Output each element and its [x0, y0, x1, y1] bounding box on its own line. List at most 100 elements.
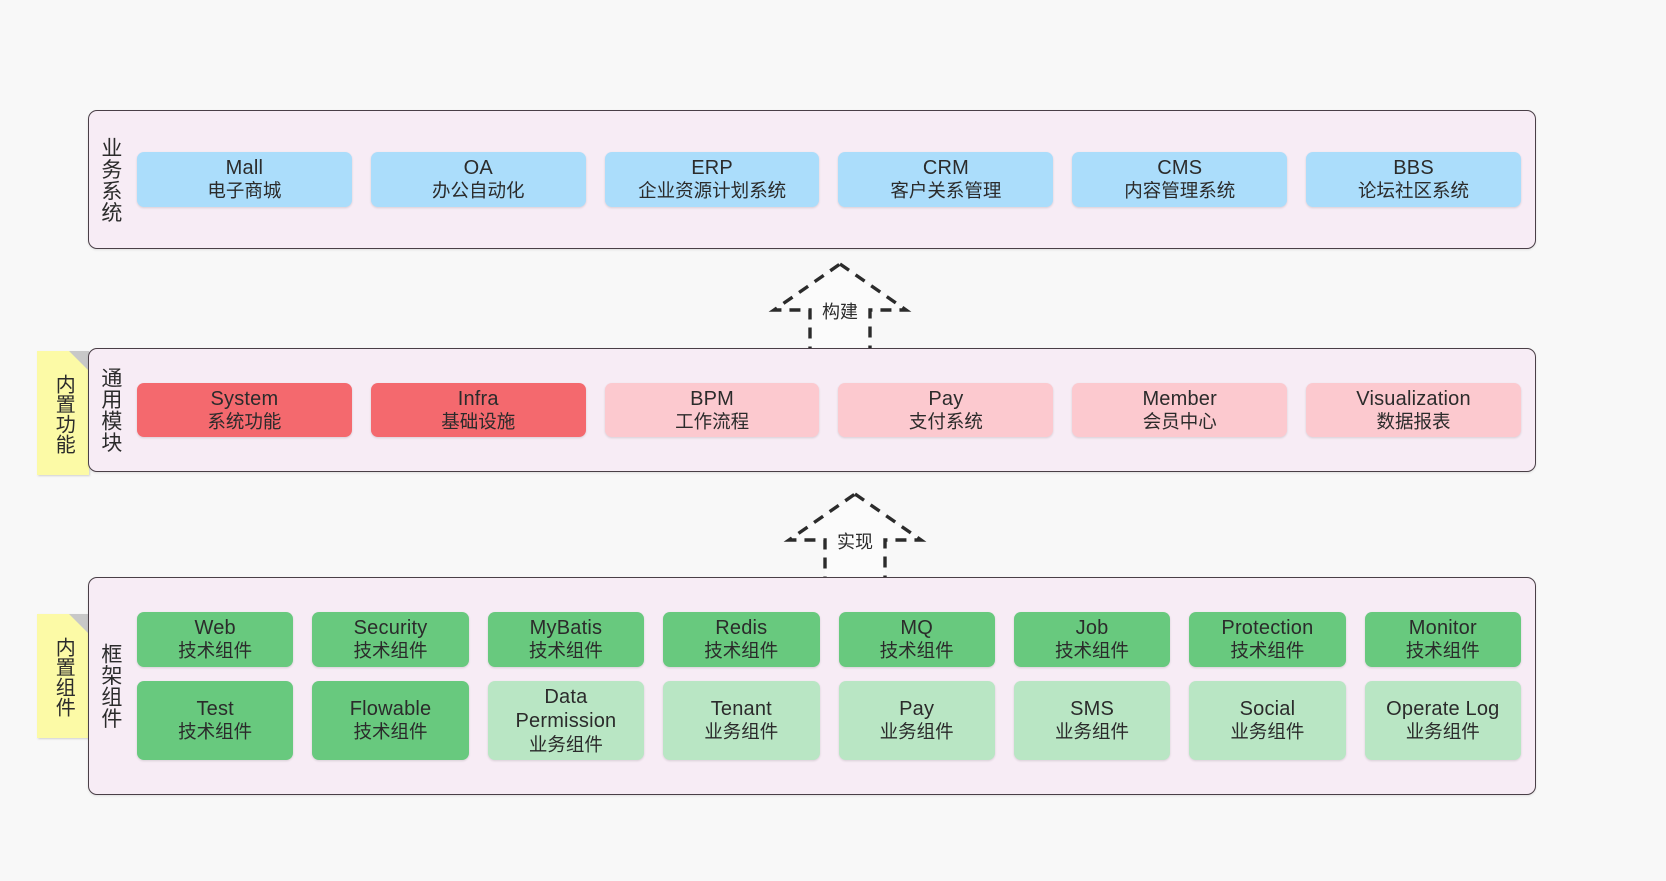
card-name: ERP: [691, 157, 733, 180]
sticky-note-builtin-component: 内置组件: [37, 614, 89, 738]
card-subtitle: 数据报表: [1376, 410, 1451, 432]
card-redis[interactable]: Redis 技术组件: [663, 611, 820, 667]
card-pay[interactable]: Pay 支付系统: [838, 382, 1054, 438]
layer-body-business-system: Mall 电子商城 OA 办公自动化 ERP 企业资源计划系统 CRM 客户关系…: [131, 111, 1535, 248]
layer-title-business-system: 业务系统: [98, 136, 122, 223]
card-subtitle: 业务组件: [1230, 721, 1305, 743]
card-bbs[interactable]: BBS 论坛社区系统: [1306, 152, 1521, 207]
card-subtitle: 业务组件: [704, 721, 779, 743]
card-subtitle: 业务组件: [1055, 721, 1130, 743]
card-row: Mall 电子商城 OA 办公自动化 ERP 企业资源计划系统 CRM 客户关系…: [137, 152, 1521, 207]
card-name: Pay: [928, 387, 964, 410]
card-name: SMS: [1070, 697, 1115, 720]
card-job[interactable]: Job 技术组件: [1013, 611, 1171, 667]
card-protection[interactable]: Protection 技术组件: [1189, 611, 1346, 667]
card-row: Web 技术组件 Security 技术组件 MyBatis 技术组件 Redi…: [137, 611, 1521, 667]
card-subtitle: 技术组件: [1405, 640, 1480, 662]
card-sms[interactable]: SMS 业务组件: [1013, 680, 1171, 761]
layer-body-common-module: System 系统功能 Infra 基础设施 BPM 工作流程 Pay 支付系统…: [131, 349, 1535, 471]
card-name: BPM: [690, 387, 735, 410]
card-subtitle: 系统功能: [207, 410, 282, 432]
connector-build: 构建: [760, 258, 920, 354]
card-member[interactable]: Member 会员中心: [1072, 382, 1288, 438]
card-subtitle: 企业资源计划系统: [638, 180, 787, 202]
card-row: Test 技术组件 Flowable 技术组件 Data Permission …: [137, 680, 1521, 761]
layer-title-framework-component: 框架组件: [98, 643, 122, 729]
card-subtitle: 技术组件: [704, 640, 779, 662]
card-bpm[interactable]: BPM 工作流程: [604, 382, 820, 438]
card-mall[interactable]: Mall 电子商城: [137, 152, 352, 207]
sticky-label: 内置组件: [52, 637, 75, 717]
card-name: Pay: [899, 697, 935, 720]
card-subtitle: 技术组件: [1055, 640, 1130, 662]
card-name: Flowable: [349, 697, 432, 720]
sticky-fold-corner: [69, 351, 89, 371]
card-subtitle: 业务组件: [528, 733, 603, 755]
card-subtitle: 技术组件: [353, 721, 428, 743]
card-monitor[interactable]: Monitor 技术组件: [1364, 611, 1521, 667]
card-name: Monitor: [1408, 616, 1477, 639]
card-subtitle: 内容管理系统: [1124, 180, 1236, 202]
card-name: Mall: [225, 157, 264, 180]
card-subtitle: 技术组件: [879, 640, 954, 662]
card-subtitle: 技术组件: [1230, 640, 1305, 662]
card-social[interactable]: Social 业务组件: [1189, 680, 1346, 761]
sticky-note-builtin-function: 内置功能: [37, 351, 89, 475]
card-subtitle: 电子商城: [207, 180, 282, 202]
card-name: System: [210, 387, 279, 410]
connector-implement: 实现: [775, 488, 935, 584]
card-name: OA: [463, 157, 493, 180]
card-data-permission[interactable]: Data Permission 业务组件: [487, 680, 645, 761]
card-mq[interactable]: MQ 技术组件: [838, 611, 995, 667]
layer-common-module: 通用模块 System 系统功能 Infra 基础设施 BPM 工作流程 Pay…: [88, 348, 1536, 472]
layer-body-framework-component: Web 技术组件 Security 技术组件 MyBatis 技术组件 Redi…: [131, 578, 1535, 794]
card-web[interactable]: Web 技术组件: [137, 611, 294, 667]
card-subtitle: 支付系统: [908, 410, 983, 432]
card-subtitle: 会员中心: [1142, 410, 1217, 432]
card-name: Protection: [1221, 616, 1314, 639]
card-name: Data Permission: [515, 685, 617, 733]
card-security[interactable]: Security 技术组件: [312, 611, 469, 667]
card-crm[interactable]: CRM 客户关系管理: [838, 152, 1054, 207]
sticky-fold-corner: [69, 614, 89, 634]
card-subtitle: 技术组件: [178, 640, 253, 662]
layer-framework-component: 框架组件 Web 技术组件 Security 技术组件 MyBatis 技术组件…: [88, 577, 1536, 795]
card-name: MyBatis: [529, 616, 603, 639]
card-operate-log[interactable]: Operate Log 业务组件: [1364, 680, 1521, 761]
card-erp[interactable]: ERP 企业资源计划系统: [604, 152, 820, 207]
card-subtitle: 工作流程: [675, 410, 750, 432]
card-name: BBS: [1393, 157, 1434, 180]
sticky-label: 内置功能: [52, 374, 75, 454]
card-subtitle: 技术组件: [178, 721, 253, 743]
card-name: Social: [1239, 697, 1296, 720]
card-cms[interactable]: CMS 内容管理系统: [1072, 152, 1288, 207]
card-name: Infra: [457, 387, 499, 410]
card-infra[interactable]: Infra 基础设施: [370, 382, 586, 438]
card-name: Tenant: [710, 697, 772, 720]
card-name: Operate Log: [1386, 697, 1500, 720]
card-tenant[interactable]: Tenant 业务组件: [663, 680, 820, 761]
card-name: MQ: [900, 616, 933, 639]
card-name: Visualization: [1356, 387, 1471, 410]
card-subtitle: 办公自动化: [431, 180, 525, 202]
card-subtitle: 业务组件: [1405, 721, 1480, 743]
card-system[interactable]: System 系统功能: [137, 382, 352, 438]
card-oa[interactable]: OA 办公自动化: [370, 152, 586, 207]
card-mybatis[interactable]: MyBatis 技术组件: [487, 611, 645, 667]
card-subtitle: 技术组件: [528, 640, 603, 662]
connector-implement-label: 实现: [837, 532, 873, 552]
card-name: Redis: [715, 616, 768, 639]
card-flowable[interactable]: Flowable 技术组件: [312, 680, 469, 761]
card-subtitle: 基础设施: [441, 410, 516, 432]
card-name: CRM: [922, 157, 969, 180]
card-visualization[interactable]: Visualization 数据报表: [1306, 382, 1521, 438]
card-test[interactable]: Test 技术组件: [137, 680, 294, 761]
card-row: System 系统功能 Infra 基础设施 BPM 工作流程 Pay 支付系统…: [137, 382, 1521, 438]
card-pay-component[interactable]: Pay 业务组件: [838, 680, 995, 761]
card-name: Member: [1142, 387, 1217, 410]
card-name: Web: [194, 616, 236, 639]
card-subtitle: 论坛社区系统: [1358, 180, 1470, 202]
card-name: Job: [1075, 616, 1109, 639]
card-subtitle: 客户关系管理: [890, 180, 1002, 202]
